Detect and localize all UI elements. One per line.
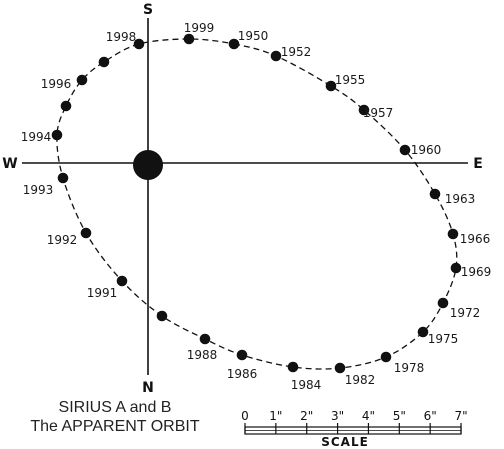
year-label: 1991 [87, 286, 118, 300]
orbit-position-dot [60, 100, 72, 112]
orbit-position-dot [98, 56, 110, 68]
south-label: S [143, 2, 153, 18]
orbit-position-dot [156, 310, 168, 322]
orbit-points: 1950 1952 1955 1957 1960 1963 1966 1969 1972 1975… [21, 21, 492, 392]
scale-tick-label: 3" [331, 409, 344, 423]
year-label: 1966 [460, 232, 491, 246]
year-label: 1994 [21, 130, 52, 144]
orbit-position-dot [183, 33, 195, 45]
west-label: W [2, 156, 17, 172]
year-label: 1999 [184, 21, 215, 35]
orbit-position-dot [380, 351, 392, 363]
year-label: 1960 [411, 143, 442, 157]
scale-tick-label: 2" [300, 409, 313, 423]
orbit-position-dot [133, 38, 145, 50]
orbit-position-dot [270, 50, 282, 62]
caption-subtitle: The APPARENT ORBIT [30, 418, 200, 435]
year-label: 1978 [394, 361, 425, 375]
scale-title: SCALE [321, 435, 369, 449]
caption: SIRIUS A and B The APPARENT ORBIT [10, 398, 220, 436]
orbit-position-dot [57, 172, 69, 184]
scale-tick-label: 0 [241, 409, 249, 423]
orbit-position-dot [429, 188, 441, 200]
orbit-position-dot [199, 333, 211, 345]
orbit-position-dot [76, 74, 88, 86]
orbit-position-dot [325, 80, 337, 92]
north-label: N [142, 380, 154, 396]
scale-tick-label: 6" [424, 409, 437, 423]
year-label: 1988 [187, 348, 218, 362]
orbit-path [56, 38, 458, 370]
orbit-position-dot [51, 129, 63, 141]
orbit-position-dot [399, 144, 411, 156]
year-label: 1972 [450, 306, 481, 320]
scale-tick-label: 5" [393, 409, 406, 423]
year-label: 1993 [23, 183, 54, 197]
scale-tick-label: 7" [454, 409, 467, 423]
orbit-position-dot [334, 362, 346, 374]
year-label: 1952 [281, 45, 312, 59]
scale-tick-label: 4" [362, 409, 375, 423]
orbit-position-dot [450, 262, 462, 274]
year-label: 1963 [445, 192, 476, 206]
year-label: 1955 [335, 73, 366, 87]
scale-ticks: 0 1" 2" 3" 4" 5" 6" 7" [241, 409, 468, 434]
scale-tick-label: 1" [269, 409, 282, 423]
sirius-a-star [133, 150, 163, 180]
year-label: 1950 [238, 29, 269, 43]
scale-bar: 0 1" 2" 3" 4" 5" 6" 7" SCALE [241, 409, 467, 449]
year-label: 1998 [106, 30, 137, 44]
orbit-position-dot [437, 297, 449, 309]
orbit-position-dot [228, 38, 240, 50]
year-label: 1996 [41, 77, 72, 91]
orbit-position-dot [236, 349, 248, 361]
year-label: 1992 [47, 233, 78, 247]
orbit-position-dot [287, 361, 299, 373]
east-label: E [473, 156, 483, 172]
orbit-position-dot [447, 228, 459, 240]
orbit-position-dot [116, 275, 128, 287]
orbit-position-dot [80, 227, 92, 239]
year-label: 1957 [363, 106, 394, 120]
caption-title: SIRIUS A and B [58, 399, 172, 416]
year-label: 1986 [227, 367, 258, 381]
year-label: 1975 [428, 332, 459, 346]
orbit-position-dot [358, 104, 370, 116]
year-label: 1982 [345, 373, 376, 387]
year-label: 1984 [291, 378, 322, 392]
orbit-position-dot [417, 326, 429, 338]
year-label: 1969 [461, 265, 492, 279]
